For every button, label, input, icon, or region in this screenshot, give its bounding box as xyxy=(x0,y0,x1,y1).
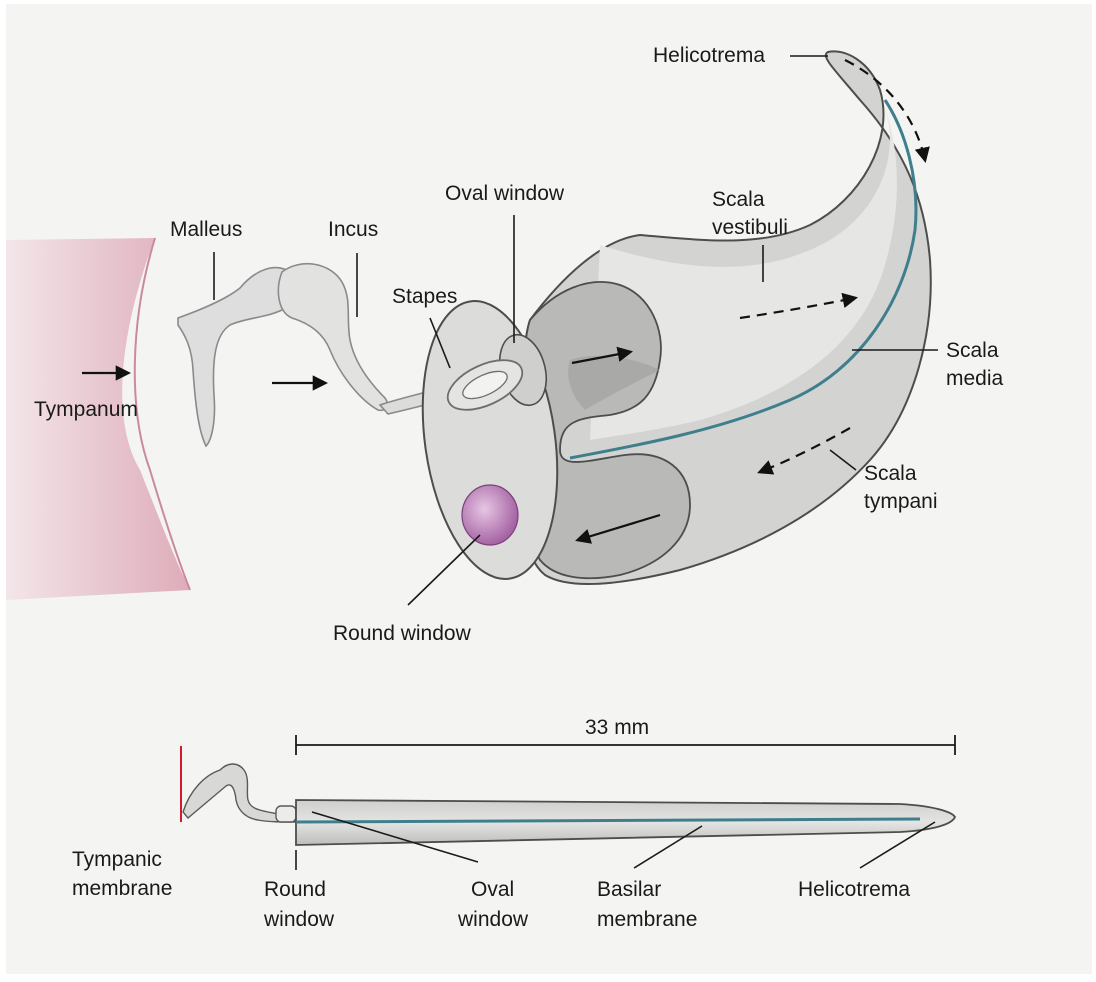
label-basilar-membrane-line2: membrane xyxy=(597,908,697,931)
label-incus: Incus xyxy=(328,218,378,241)
label-scala-vestibuli-line1: Scala xyxy=(712,188,765,211)
round-window xyxy=(462,485,518,545)
label-scala-media-line1: Scala xyxy=(946,339,999,362)
label-oval-window-top: Oval window xyxy=(445,182,565,205)
label-helicotrema-bottom: Helicotrema xyxy=(798,878,910,901)
label-tympanic-membrane-line2: membrane xyxy=(72,877,172,900)
label-oval-window-bottom-line2: window xyxy=(457,908,529,931)
label-stapes: Stapes xyxy=(392,285,457,308)
label-helicotrema-top: Helicotrema xyxy=(653,44,765,67)
label-round-window-bottom-line2: window xyxy=(263,908,335,931)
stapes-small xyxy=(276,806,296,822)
label-basilar-membrane-line1: Basilar xyxy=(597,878,661,901)
label-tympanic-membrane-line1: Tympanic xyxy=(72,848,162,871)
label-oval-window-bottom-line1: Oval xyxy=(471,878,514,901)
label-round-window-top: Round window xyxy=(333,622,472,645)
label-tympanum: Tympanum xyxy=(34,398,138,421)
label-scala-tympani-line1: Scala xyxy=(864,462,917,485)
label-scala-tympani-line2: tympani xyxy=(864,490,938,513)
label-round-window-bottom-line1: Round xyxy=(264,878,326,901)
label-scala-vestibuli-line2: vestibuli xyxy=(712,216,788,239)
label-scala-media-line2: media xyxy=(946,367,1004,390)
label-malleus: Malleus xyxy=(170,218,242,241)
label-length: 33 mm xyxy=(585,716,649,739)
